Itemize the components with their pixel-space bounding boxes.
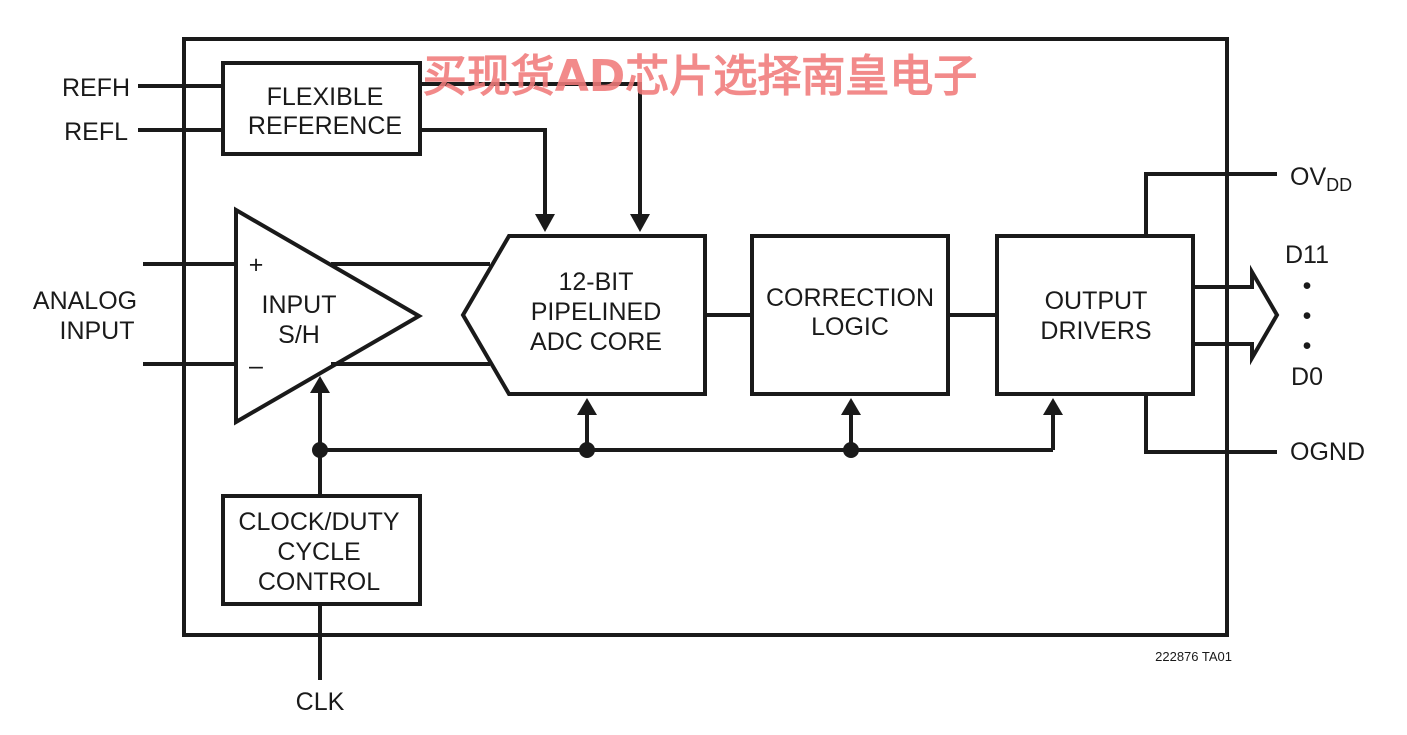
refh-pin-label: REFH bbox=[62, 74, 130, 102]
chip-outline bbox=[182, 37, 1229, 637]
adc-core-line2: PIPELINED bbox=[531, 298, 662, 326]
analog-input-label-line1: ANALOG bbox=[33, 287, 137, 315]
adc-core-block bbox=[460, 234, 707, 396]
bus-dot-3: • bbox=[1303, 332, 1312, 360]
d11-pin-label: D11 bbox=[1285, 241, 1329, 269]
output-drivers-line1: OUTPUT bbox=[1045, 287, 1148, 315]
amp-plus-sign: + bbox=[249, 251, 264, 279]
clock-arrow-adc bbox=[577, 398, 597, 415]
ref-arrow-lower bbox=[535, 214, 555, 232]
ref-wire-upper bbox=[420, 82, 642, 218]
ovdd-pin-label: OVDD bbox=[1290, 163, 1352, 195]
bus-dot-1: • bbox=[1303, 272, 1312, 300]
output-bus-arrow bbox=[1193, 264, 1280, 366]
adc-core-line1: 12-BIT bbox=[558, 268, 633, 296]
d0-pin-label: D0 bbox=[1291, 363, 1323, 391]
ovdd-wire bbox=[1144, 172, 1277, 236]
ognd-wire bbox=[1144, 394, 1277, 454]
output-drivers-block bbox=[995, 234, 1195, 396]
flexible-reference-line2: REFERENCE bbox=[248, 112, 402, 140]
clk-pin-label: CLK bbox=[296, 688, 345, 716]
clock-arrow-sh bbox=[310, 376, 330, 393]
adc-core-line3: ADC CORE bbox=[530, 328, 662, 356]
clock-junction-1 bbox=[312, 442, 328, 458]
bus-dot-2: • bbox=[1303, 302, 1312, 330]
correction-logic-line2: LOGIC bbox=[811, 313, 889, 341]
input-sh-label-line2: S/H bbox=[278, 321, 320, 349]
watermark-text: 买现货AD芯片选择南皇电子 bbox=[423, 51, 978, 102]
ref-arrow-upper bbox=[630, 214, 650, 232]
clock-duty-line1: CLOCK/DUTY bbox=[238, 508, 399, 536]
clock-duty-line3: CONTROL bbox=[258, 568, 380, 596]
clock-arrow-correction bbox=[841, 398, 861, 415]
figure-code: 222876 TA01 bbox=[1155, 649, 1232, 664]
clock-junction-2 bbox=[579, 442, 595, 458]
clock-arrow-output bbox=[1043, 398, 1063, 415]
clock-junction-3 bbox=[843, 442, 859, 458]
flexible-reference-line1: FLEXIBLE bbox=[267, 83, 384, 111]
output-drivers-line2: DRIVERS bbox=[1040, 317, 1151, 345]
ognd-pin-label: OGND bbox=[1290, 438, 1365, 466]
refl-pin-label: REFL bbox=[64, 118, 128, 146]
ref-wire-lower bbox=[420, 128, 547, 218]
input-sh-label-line1: INPUT bbox=[262, 291, 337, 319]
input-sh-amplifier bbox=[234, 206, 423, 426]
clock-duty-line2: CYCLE bbox=[277, 538, 360, 566]
correction-logic-line1: CORRECTION bbox=[766, 284, 934, 312]
flexible-reference-block bbox=[221, 61, 422, 156]
amp-minus-sign: – bbox=[249, 352, 263, 380]
analog-input-label-line2: INPUT bbox=[60, 317, 135, 345]
